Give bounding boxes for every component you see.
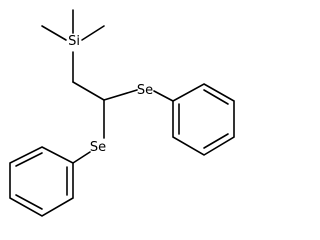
bond-si-methyl-left <box>41 25 67 41</box>
atom-label-se-lower: Se <box>90 140 106 155</box>
double-bond-upper-1 <box>203 89 229 105</box>
bond-se-upper-phenyl <box>153 90 174 102</box>
double-bond-lower-3 <box>15 152 43 167</box>
bond-ch2-ch <box>72 81 105 101</box>
trimethylsilyl-group: Si <box>41 9 105 49</box>
backbone <box>72 51 138 139</box>
phenylselanyl-lower: Se <box>9 140 106 217</box>
phenylselanyl-upper: Se <box>137 83 235 156</box>
phenyl-ring-lower <box>9 146 74 217</box>
phenyl-ring-upper <box>172 83 235 156</box>
bond-ch-se-upper <box>103 89 138 101</box>
atom-label-se-upper: Se <box>137 83 153 98</box>
bond-se-lower-phenyl <box>72 151 91 164</box>
bond-si-methyl-right <box>81 25 105 41</box>
atom-label-si: Si <box>68 34 80 49</box>
double-bond-lower-2 <box>15 194 43 210</box>
structure-diagram: Si Se Se <box>9 9 235 217</box>
double-bond-upper-2 <box>203 133 229 149</box>
